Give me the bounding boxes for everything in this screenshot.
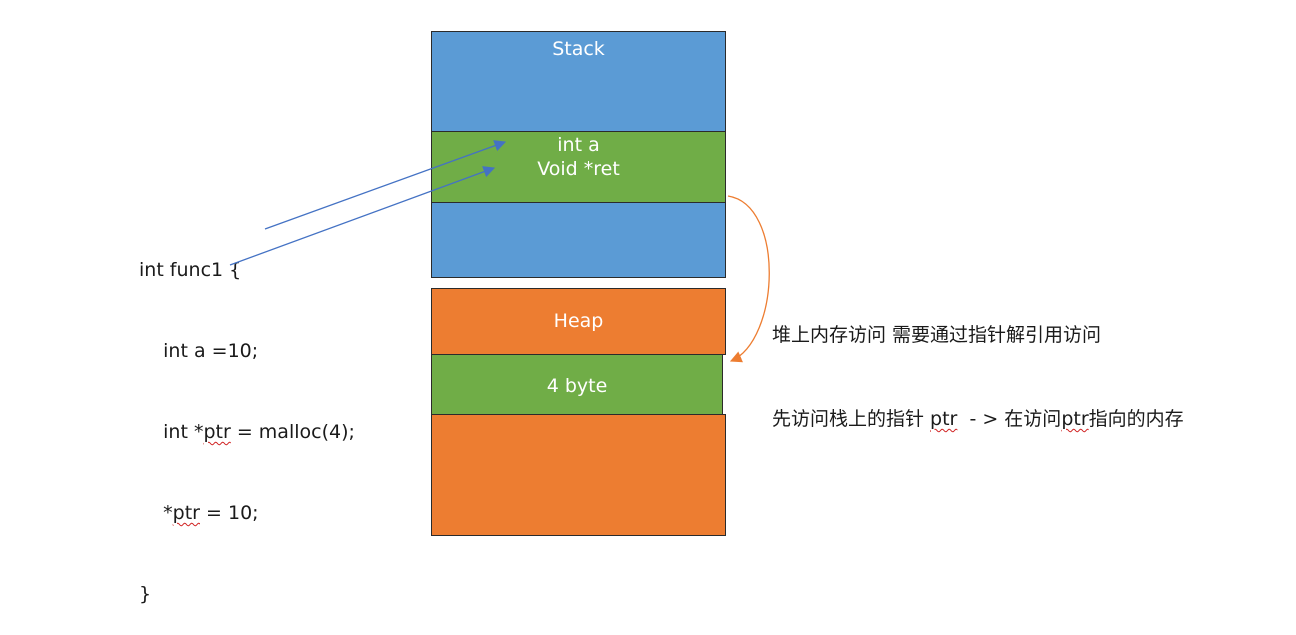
note-line-2: 先访问栈上的指针 ptr - > 在访问ptr指向的内存 bbox=[772, 405, 1184, 433]
code-line-5: } bbox=[139, 583, 152, 605]
stack-frame-void-ret: Void *ret bbox=[537, 158, 620, 180]
code-line-3-ptr: ptr bbox=[203, 421, 231, 443]
code-line-4-part-a: * bbox=[139, 502, 173, 524]
code-line-3-part-a: int * bbox=[139, 421, 204, 443]
code-line-4: *ptr = 10; bbox=[139, 500, 355, 527]
arrow-stack-to-heap bbox=[727, 195, 770, 363]
code-line-2: int a =10; bbox=[139, 340, 259, 362]
heap-label: Heap bbox=[553, 310, 604, 332]
note-line-1: 堆上内存访问 需要通过指针解引用访问 bbox=[772, 324, 1102, 346]
annotation-note: 堆上内存访问 需要通过指针解引用访问 先访问栈上的指针 ptr - > 在访问p… bbox=[772, 265, 1184, 461]
heap-alloc-label: 4 byte bbox=[546, 375, 608, 397]
code-line-4-part-c: = 10; bbox=[200, 502, 259, 524]
heap-alloc-block: 4 byte bbox=[431, 354, 723, 415]
stack-region: Stack bbox=[431, 31, 726, 132]
stack-frame-int-a: int a bbox=[557, 134, 600, 156]
note-line-2-part-e: 指向的内存 bbox=[1088, 408, 1184, 430]
code-line-3: int *ptr = malloc(4); bbox=[139, 419, 355, 446]
note-line-2-part-a: 先访问栈上的指针 bbox=[772, 408, 931, 430]
heap-region: Heap bbox=[431, 288, 726, 355]
heap-lower-region bbox=[431, 414, 726, 536]
note-line-2-ptr: ptr bbox=[930, 408, 958, 430]
code-line-3-part-c: = malloc(4); bbox=[230, 421, 355, 443]
code-line-4-ptr: ptr bbox=[172, 502, 200, 524]
stack-lower-region bbox=[431, 202, 726, 278]
note-line-2-part-c: - > 在访问 bbox=[957, 408, 1062, 430]
code-line-1: int func1 { bbox=[139, 259, 242, 281]
stack-label: Stack bbox=[552, 38, 605, 60]
stack-frame-block: int a Void *ret bbox=[431, 131, 726, 203]
note-line-2-ptr-2: ptr bbox=[1061, 408, 1089, 430]
code-snippet: int func1 { int a =10; int *ptr = malloc… bbox=[139, 203, 355, 635]
